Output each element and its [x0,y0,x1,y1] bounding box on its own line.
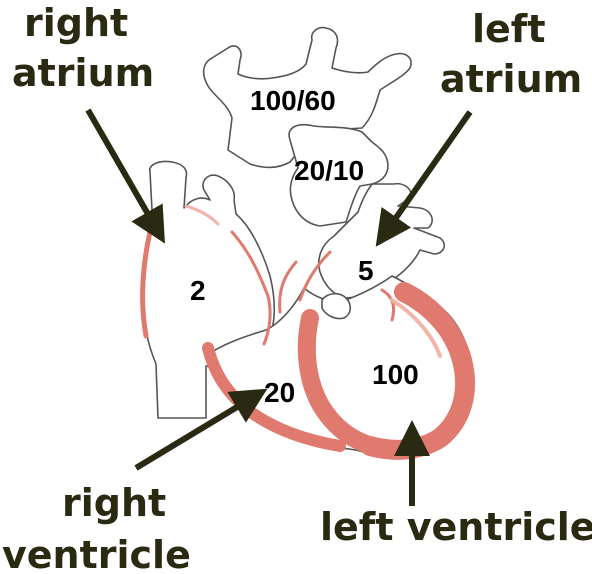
left-atrium-label-line1: left [472,7,546,51]
pulmonary-artery-pressure: 20/10 [294,155,364,186]
right-atrium-arrow [88,110,156,228]
right-ventricle-label-line2: ventricle [2,533,191,574]
right-atrium-label-line1: right [24,1,128,45]
left-ventricle-pressure: 100 [372,359,419,390]
right-atrium-pressure: 2 [190,275,206,306]
right-atrium-label-line2: atrium [12,51,154,95]
left-atrium-pressure: 5 [358,255,374,286]
left-atrium-label-line2: atrium [440,57,582,101]
right-ventricle-pressure: 20 [264,377,295,408]
aorta-pressure: 100/60 [250,85,336,116]
right-ventricle-label-line1: right [62,481,166,525]
left-ventricle-label: left ventricle [320,505,592,549]
